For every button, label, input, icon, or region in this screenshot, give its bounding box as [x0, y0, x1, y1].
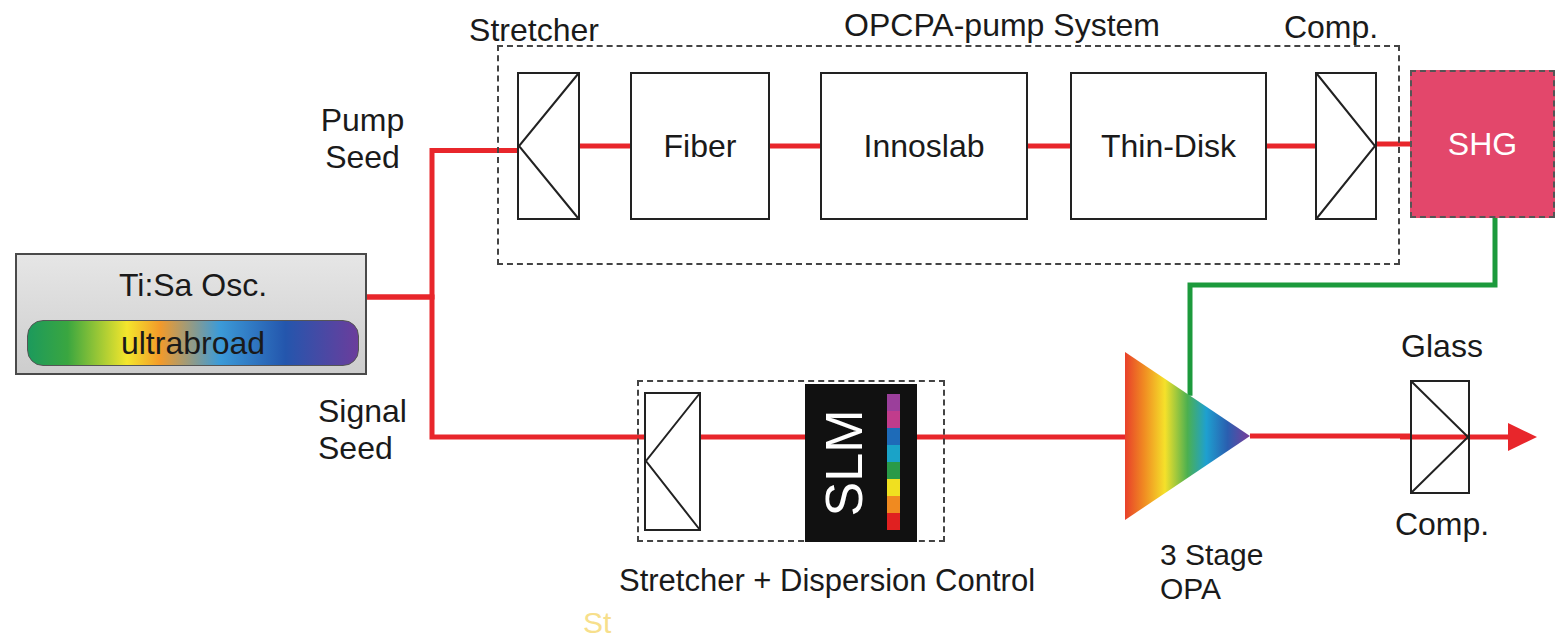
beam-connector [945, 435, 1125, 440]
compressor-prism: Comp. [1315, 72, 1377, 220]
pump-system-group: OPCPA-pump SystemStretcherFiberInnoslabT… [497, 45, 1400, 265]
node-label: SHG [1412, 72, 1553, 216]
node-label: Comp. [1382, 502, 1502, 547]
seed-label: Signal Seed [318, 386, 428, 474]
process-box: Innoslab [820, 72, 1028, 220]
process-box: Fiber [630, 72, 770, 220]
shape-outline [1125, 352, 1250, 520]
shape-outline [1317, 74, 1375, 218]
beam-connector [367, 297, 637, 437]
node-label: Fiber [632, 74, 768, 218]
node-label: Thin-Disk [1072, 74, 1265, 218]
node-label: Comp. [1266, 6, 1396, 49]
shape-outline [1412, 382, 1468, 492]
beam-connector [1250, 434, 1410, 439]
output-beam [1400, 435, 1514, 440]
dispersion-group: Stretcher + Dispersion ControlSLM [637, 380, 945, 542]
output-arrowhead [1508, 423, 1537, 451]
glass-prism: GlassComp. [1410, 380, 1470, 494]
beam-connector [1377, 142, 1410, 147]
oscillator-box: Ti:Sa Osc. ultrabroad [15, 253, 367, 375]
beam-connector [1190, 218, 1495, 396]
watermark: St [583, 604, 643, 642]
beam-connector [770, 144, 820, 149]
slm-box: SLM [805, 384, 917, 542]
prism-symbol [645, 393, 700, 530]
color-bar [887, 394, 900, 530]
prism-symbol [646, 393, 700, 530]
node-label: 3 Stage OPA [1160, 532, 1310, 612]
node-label: Glass [1382, 324, 1502, 369]
process-box: Thin-Disk [1070, 72, 1267, 220]
node-label: SLM [816, 393, 874, 533]
shape-outline [519, 74, 578, 218]
node-label: ultrabroad [28, 321, 358, 365]
stretcher-prism: Stretcher [517, 72, 580, 220]
opa-triangle: 3 Stage OPA [1125, 352, 1250, 520]
seed-label: Pump Seed [300, 96, 425, 182]
beam-line [913, 435, 945, 440]
node-label: Stretcher + Dispersion Control [547, 558, 1107, 603]
spectrum-band: ultrabroad [27, 320, 359, 366]
beam-connector [1028, 144, 1070, 149]
shg-box: SHG [1410, 70, 1555, 218]
node-label: Stretcher [419, 9, 649, 51]
beam-connector [1267, 144, 1315, 149]
node-label: Ti:Sa Osc. [17, 264, 369, 306]
node-label: OPCPA-pump System [772, 4, 1232, 47]
node-label: Innoslab [822, 74, 1026, 218]
beam-connector [580, 144, 630, 149]
